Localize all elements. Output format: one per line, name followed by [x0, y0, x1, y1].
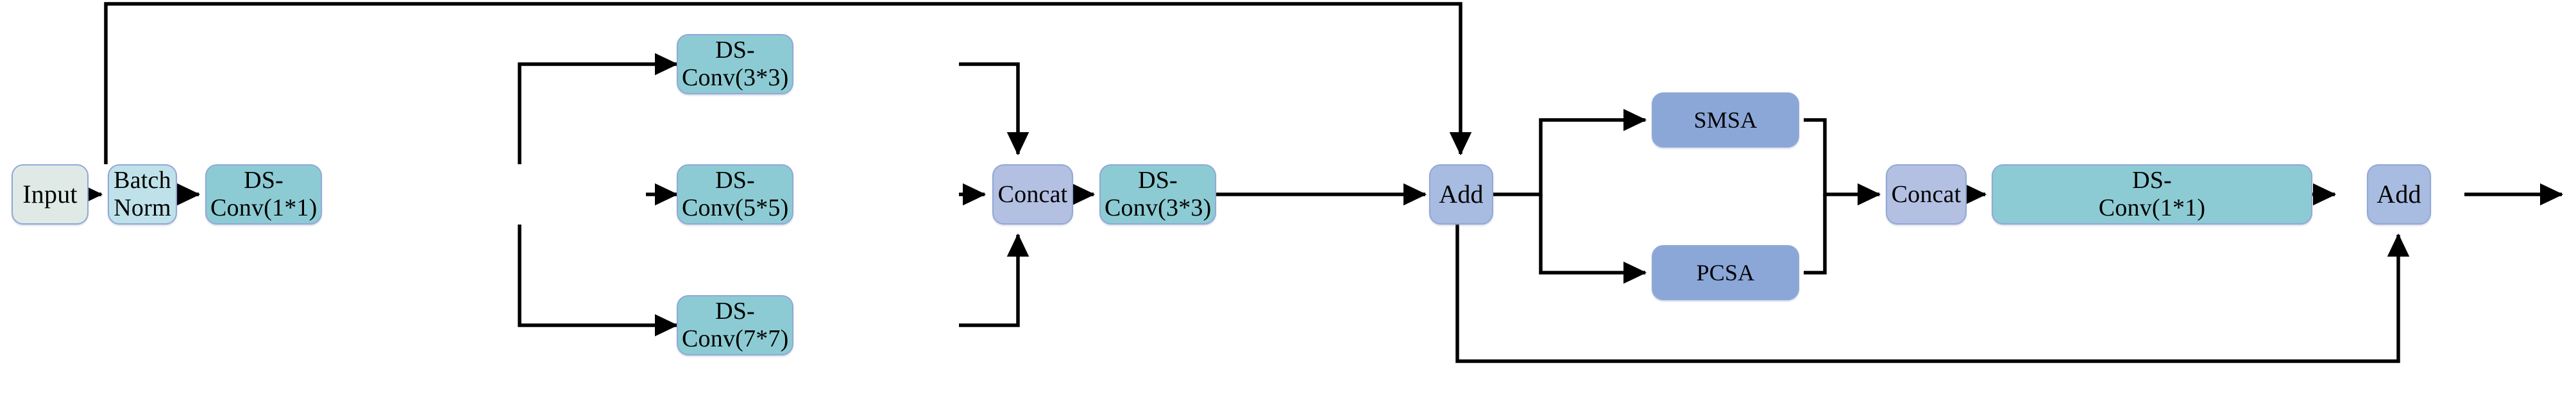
node-batch-norm[interactable]: Batch Norm: [108, 164, 177, 225]
node-dsconv-5x5-branch-mid-label: DS- Conv(5*5): [682, 167, 789, 221]
node-dsconv-3x3-branch-top-label: DS- Conv(3*3): [682, 37, 789, 91]
node-pcsa-label: PCSA: [1696, 259, 1755, 285]
node-smsa[interactable]: SMSA: [1652, 92, 1799, 148]
node-dsconv-7x7-branch-bottom[interactable]: DS- Conv(7*7): [677, 295, 793, 355]
node-dsconv-3x3-branch-top[interactable]: DS- Conv(3*3): [677, 34, 793, 94]
node-add-2-label: Add: [2377, 179, 2421, 208]
node-input[interactable]: Input: [12, 164, 89, 225]
node-dsconv-7x7-branch-bottom-label: DS- Conv(7*7): [682, 298, 789, 352]
node-dsconv-1x1-b-label: DS- Conv(1*1): [2098, 167, 2206, 221]
node-concat-1-label: Concat: [997, 180, 1068, 208]
node-add-2[interactable]: Add: [2367, 164, 2431, 225]
node-concat-2[interactable]: Concat: [1886, 164, 1967, 225]
node-concat-2-label: Concat: [1891, 180, 1962, 208]
node-dsconv-3x3-b[interactable]: DS- Conv(3*3): [1099, 164, 1216, 225]
node-batch-norm-label: Batch Norm: [114, 167, 171, 221]
node-dsconv-1x1-a[interactable]: DS- Conv(1*1): [205, 164, 322, 225]
node-dsconv-5x5-branch-mid[interactable]: DS- Conv(5*5): [677, 164, 793, 225]
node-input-label: Input: [22, 179, 78, 208]
node-dsconv-1x1-a-label: DS- Conv(1*1): [210, 167, 318, 221]
node-add-1[interactable]: Add: [1429, 164, 1493, 225]
node-dsconv-1x1-b[interactable]: DS- Conv(1*1): [1992, 164, 2312, 225]
node-dsconv-3x3-b-label: DS- Conv(3*3): [1105, 167, 1212, 221]
node-smsa-label: SMSA: [1693, 106, 1758, 133]
node-add-1-label: Add: [1439, 179, 1484, 208]
node-concat-1[interactable]: Concat: [992, 164, 1073, 225]
node-pcsa[interactable]: PCSA: [1652, 245, 1799, 300]
